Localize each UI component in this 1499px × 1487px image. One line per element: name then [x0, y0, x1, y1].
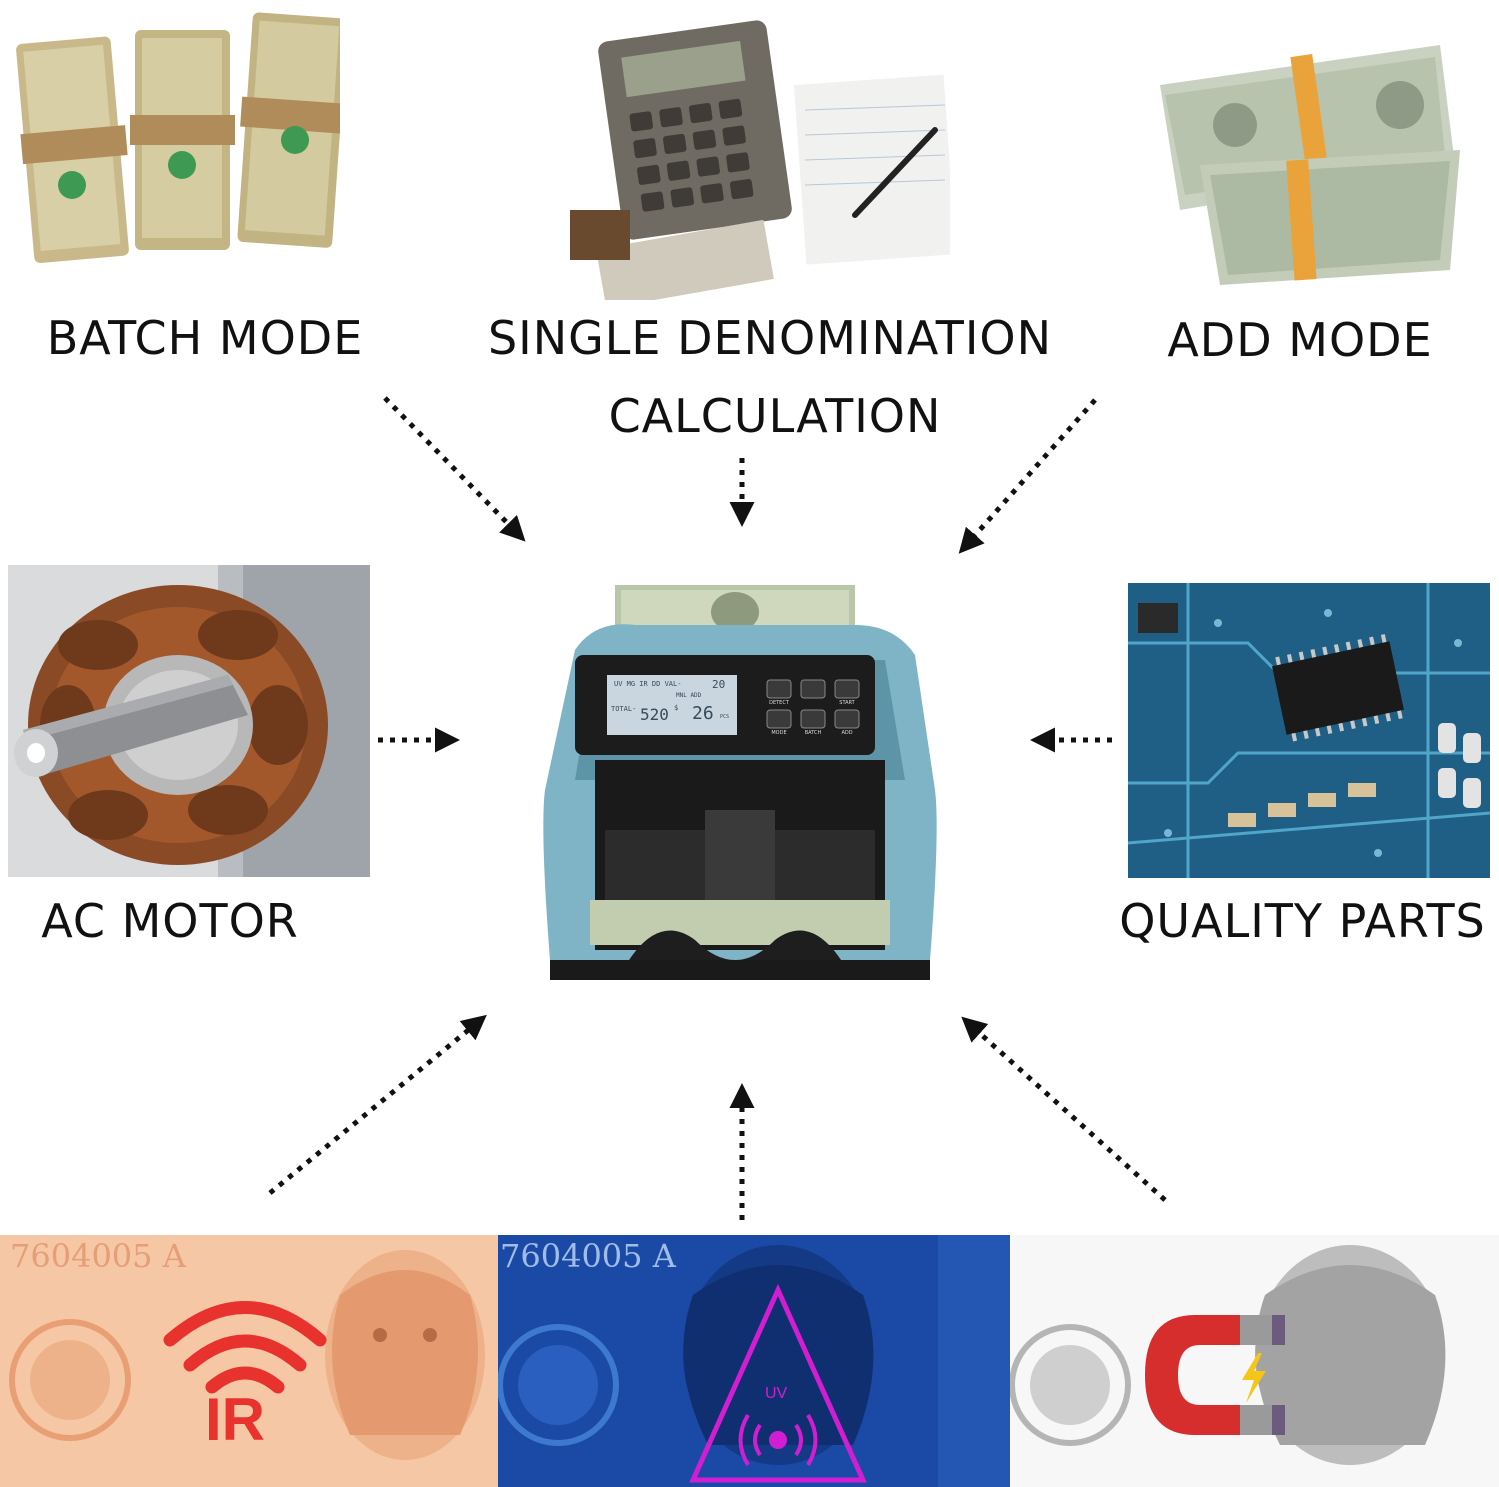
- uv-text: UV: [765, 1385, 788, 1402]
- batch-mode-photo: [10, 0, 340, 275]
- lcd-total-value: 520: [640, 705, 669, 724]
- serial-mid: 7604005 A: [500, 1237, 676, 1275]
- ir-detection-panel: 7604005 A IR: [0, 1235, 498, 1487]
- magnetic-detection-panel: [1010, 1235, 1499, 1487]
- lcd-count: 26: [692, 703, 714, 724]
- add-button[interactable]: ADD: [841, 730, 853, 736]
- mode-button[interactable]: MODE: [771, 730, 787, 736]
- quality-parts-label: QUALITY PARTS: [1119, 894, 1486, 948]
- add-mode-photo: [1140, 15, 1465, 290]
- lcd-currency: $: [674, 704, 679, 712]
- arrow-ir: [268, 1014, 487, 1195]
- single-denomination-label-line2: CALCULATION: [608, 389, 942, 443]
- lcd-count-unit: PCS: [720, 714, 730, 720]
- single-denomination-label-line1: SINGLE DENOMINATION: [487, 311, 1053, 365]
- uv-detection-panel: 7604005 A UV: [498, 1235, 1010, 1487]
- lcd-modes: MNL ADD: [676, 692, 702, 699]
- lcd-indicators: UV MG IR DD VAL-: [614, 680, 682, 688]
- add-mode-label: ADD MODE: [1167, 313, 1433, 367]
- detect-button[interactable]: DETECT: [769, 700, 789, 706]
- ir-text: IR: [205, 1386, 265, 1453]
- batch-button[interactable]: BATCH: [804, 730, 822, 736]
- lcd-value-small: 20: [712, 678, 726, 691]
- quality-parts-photo: [1128, 583, 1490, 878]
- batch-mode-label: BATCH MODE: [46, 311, 364, 365]
- calculator-photo: [570, 10, 950, 300]
- lcd-display: UV MG IR DD VAL- 20 MNL ADD TOTAL- 520 $…: [608, 677, 736, 733]
- ac-motor-label: AC MOTOR: [41, 894, 299, 948]
- lcd-total-label: TOTAL-: [611, 705, 637, 713]
- money-counter-machine: UV MG IR DD VAL- 20 MNL ADD TOTAL- 520 $…: [535, 580, 945, 985]
- ac-motor-photo: [8, 565, 370, 877]
- serial-left: 7604005 A: [10, 1237, 186, 1275]
- arrow-magnetic: [961, 1016, 1167, 1202]
- start-button[interactable]: START: [839, 700, 855, 706]
